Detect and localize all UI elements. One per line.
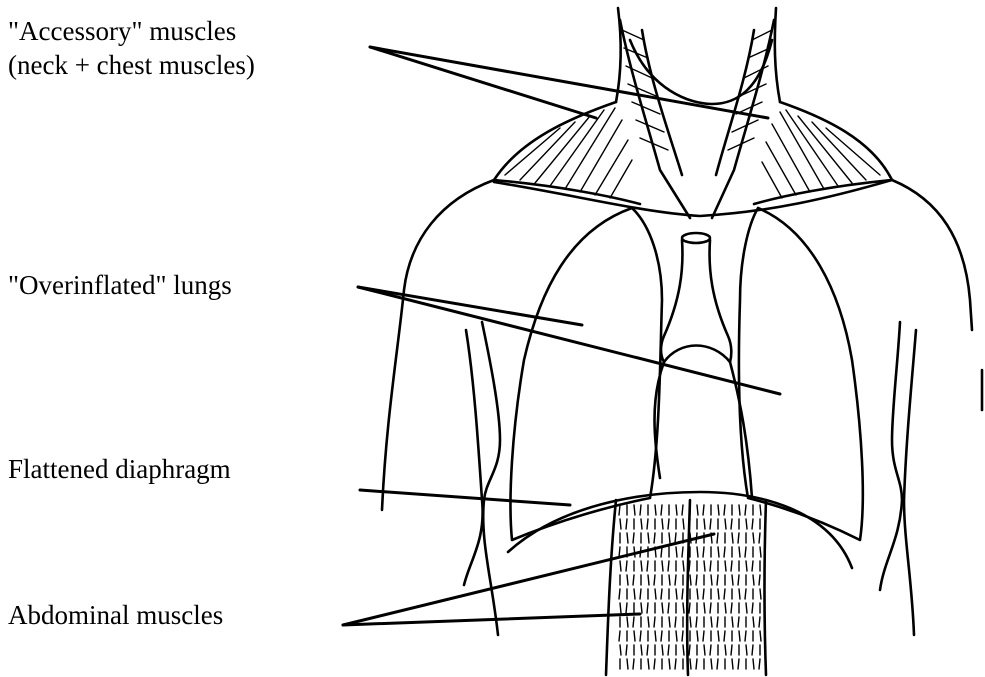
- leader-accessory-right: [370, 47, 768, 118]
- leader-lines: [343, 47, 780, 625]
- shoulder-muscle-right: [754, 102, 892, 204]
- leader-diaphragm: [360, 490, 570, 505]
- neck-muscle-right: [712, 20, 774, 218]
- leader-abdominal-upper: [343, 534, 714, 625]
- lungs: [511, 208, 863, 540]
- neck-muscle-left: [620, 20, 690, 218]
- abdominal-muscles: [606, 500, 766, 675]
- clavicle-line: [494, 180, 892, 216]
- right-lung: [739, 208, 863, 540]
- leader-lungs-upper: [358, 287, 582, 325]
- shoulder-muscle-left: [494, 102, 640, 204]
- torso-outline: [382, 180, 972, 635]
- trachea: [661, 233, 731, 362]
- left-lung: [511, 208, 663, 540]
- leader-abdominal-lower: [343, 614, 640, 625]
